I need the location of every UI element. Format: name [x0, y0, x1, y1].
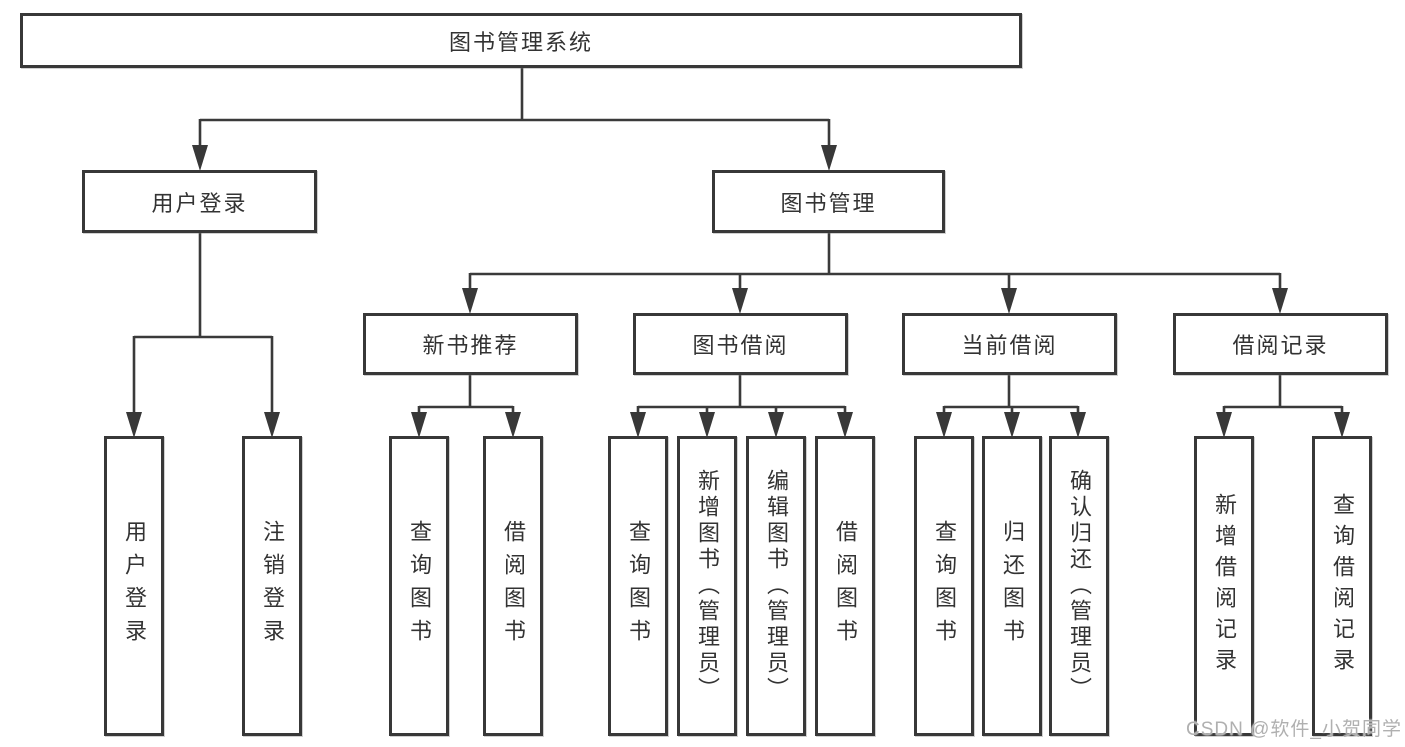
leaf-current-confirm-return-label: 确认归还（管理员）	[1067, 469, 1092, 703]
node-borrowing-records-label: 借阅记录	[1232, 333, 1329, 358]
node-book-management: 图书管理	[712, 170, 945, 233]
node-new-book-recommendation-label: 新书推荐	[422, 333, 519, 358]
leaf-recommend-query-books: 查询图书	[389, 436, 449, 736]
leaf-recommend-query-books-label: 查询图书	[407, 520, 432, 652]
node-user-login: 用户登录	[82, 170, 317, 233]
leaf-records-query-record: 查询借阅记录	[1312, 436, 1372, 736]
node-root-label: 图书管理系统	[448, 29, 593, 55]
leaf-logout: 注销登录	[242, 436, 302, 736]
node-user-login-label: 用户登录	[151, 190, 248, 216]
leaf-borrowing-query-books: 查询图书	[608, 436, 668, 736]
node-book-borrowing-label: 图书借阅	[692, 333, 789, 358]
leaf-records-add-record-label: 新增借阅记录	[1212, 493, 1237, 679]
node-current-borrowing: 当前借阅	[902, 313, 1117, 375]
leaf-recommend-borrow-books-label: 借阅图书	[501, 520, 526, 652]
leaf-borrowing-add-books: 新增图书（管理员）	[677, 436, 737, 736]
leaf-borrowing-borrow-books: 借阅图书	[815, 436, 875, 736]
leaf-records-query-record-label: 查询借阅记录	[1330, 493, 1355, 679]
leaf-current-return-books: 归还图书	[982, 436, 1042, 736]
leaf-user-login: 用户登录	[104, 436, 164, 736]
leaf-borrowing-query-books-label: 查询图书	[626, 520, 651, 652]
leaf-records-add-record: 新增借阅记录	[1194, 436, 1254, 736]
leaf-borrowing-add-books-label: 新增图书（管理员）	[695, 469, 720, 703]
node-borrowing-records: 借阅记录	[1173, 313, 1388, 375]
leaf-current-return-books-label: 归还图书	[1000, 520, 1025, 652]
leaf-current-query-books: 查询图书	[914, 436, 974, 736]
node-new-book-recommendation: 新书推荐	[363, 313, 578, 375]
csdn-watermark: CSDN @软件_小贺同学	[1186, 719, 1402, 740]
leaf-current-confirm-return: 确认归还（管理员）	[1049, 436, 1109, 736]
leaf-user-login-label: 用户登录	[122, 520, 147, 652]
leaf-current-query-books-label: 查询图书	[932, 520, 957, 652]
node-book-borrowing: 图书借阅	[633, 313, 848, 375]
leaf-borrowing-borrow-books-label: 借阅图书	[833, 520, 858, 652]
node-root: 图书管理系统	[20, 13, 1022, 68]
leaf-recommend-borrow-books: 借阅图书	[483, 436, 543, 736]
leaf-borrowing-edit-books: 编辑图书（管理员）	[746, 436, 806, 736]
leaf-logout-label: 注销登录	[260, 520, 285, 652]
node-book-management-label: 图书管理	[780, 190, 877, 216]
node-current-borrowing-label: 当前借阅	[961, 333, 1058, 358]
leaf-borrowing-edit-books-label: 编辑图书（管理员）	[764, 469, 789, 703]
